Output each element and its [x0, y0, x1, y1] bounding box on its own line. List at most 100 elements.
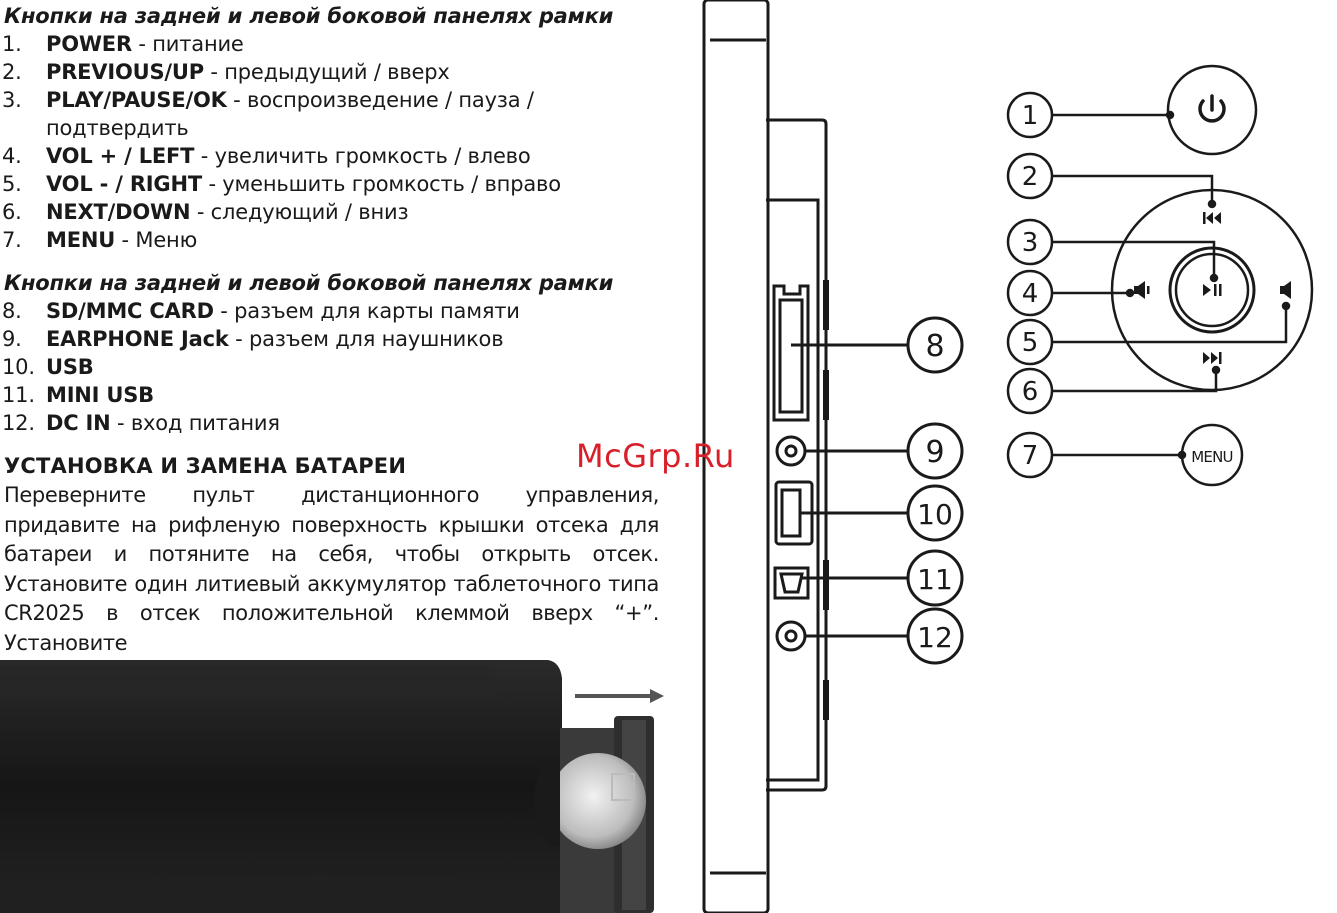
item-number: 1. [2, 32, 22, 56]
item-description: - разъем для наушников [228, 327, 504, 351]
back-button-icons: MENU [1134, 212, 1291, 466]
frame-side-profile [702, 0, 829, 913]
item-description: - вход питания [110, 411, 280, 435]
callout-label-9: 9 [925, 435, 944, 470]
volume-down-icon [1280, 281, 1291, 299]
item-key: PLAY/PAUSE/OK [46, 88, 227, 112]
side-panel-heading: Кнопки на задней и левой боковой панелях… [4, 271, 614, 295]
callout-label-1: 1 [1022, 101, 1039, 131]
item-key: EARPHONE Jack [46, 327, 229, 351]
back-panel-heading: Кнопки на задней и левой боковой панелях… [4, 4, 614, 28]
callout-circle-11 [906, 549, 964, 607]
mini-usb-port [773, 566, 810, 600]
list-item: 12.DC IN - вход питания [0, 409, 520, 437]
list-item: 2.PREVIOUS/UP - предыдущий / вверх [0, 58, 561, 86]
callout-circle-6 [1006, 367, 1054, 415]
callout-label-6: 6 [1022, 377, 1039, 407]
item-key: NEXT/DOWN [46, 200, 191, 224]
list-item: 3.PLAY/PAUSE/OK - воспроизведение / пауз… [0, 86, 561, 142]
battery-instructions-text: Переверните пульт дистанционного управле… [4, 483, 659, 655]
callout-label-10: 10 [917, 498, 953, 531]
list-item: 5.VOL - / RIGHT - уменьшить громкость / … [0, 170, 561, 198]
callout-circle-8 [906, 316, 964, 374]
side-callouts: 8 9 10 11 12 [906, 316, 964, 665]
sd-card-slot [772, 284, 810, 422]
list-item: 6. NEXT/DOWN - следующий / вниз [0, 198, 561, 226]
dc-in-jack [775, 620, 807, 652]
list-item: 8. SD/MMC CARD - разъем для карты памяти [0, 297, 520, 325]
list-item: 9. EARPHONE Jack - разъем для наушников [0, 325, 520, 353]
callout-label-4: 4 [1022, 279, 1039, 309]
item-description: - разъем для карты памяти [213, 299, 520, 323]
frame-connector-panel [766, 198, 820, 782]
watermark: McGrp.Ru [576, 437, 735, 475]
item-key: POWER [46, 32, 132, 56]
item-key: MINI USB [46, 383, 154, 407]
callout-circle-1 [1006, 91, 1054, 139]
play-pause-icon [1203, 284, 1222, 296]
play-pause-button [1168, 246, 1256, 334]
callout-line-6 [1052, 370, 1218, 393]
item-number: 2. [2, 60, 22, 84]
slide-direction-arrow-head [650, 689, 664, 703]
callout-circle-4 [1006, 269, 1054, 317]
callout-label-8: 8 [925, 329, 944, 364]
callout-label-5: 5 [1022, 328, 1039, 358]
item-key: USB [46, 355, 94, 379]
callout-line-2 [1052, 174, 1214, 204]
side-callout-lines [791, 343, 912, 638]
item-number: 7. [2, 228, 22, 252]
callout-circle-10 [906, 484, 964, 542]
callout-label-11: 11 [917, 563, 953, 596]
callout-label-12: 12 [917, 621, 953, 654]
list-item: 10.USB [0, 353, 520, 381]
item-key: MENU [46, 228, 116, 252]
skip-back-icon [1203, 212, 1221, 224]
list-item: 11. MINI USB [0, 381, 520, 409]
callout-circle-9 [906, 422, 964, 480]
item-number: 8. [2, 299, 22, 323]
item-number: 11. [2, 383, 35, 407]
item-key: PREVIOUS/UP [46, 60, 204, 84]
item-number: 9. [2, 327, 22, 351]
item-description: - питание [131, 32, 244, 56]
callout-circle-12 [906, 607, 964, 665]
list-item: 4.VOL + / LEFT - увеличить громкость / в… [0, 142, 561, 170]
callout-label-2: 2 [1022, 162, 1039, 192]
remote-texture-band [0, 666, 495, 700]
battery-instructions: Переверните пульт дистанционного управле… [4, 481, 659, 692]
item-number: 4. [2, 144, 22, 168]
volume-up-icon [1134, 281, 1150, 299]
menu-button-label: MENU [1191, 448, 1232, 466]
earphone-jack [775, 435, 807, 467]
item-description: - Меню [115, 228, 198, 252]
frame-back-housing [766, 118, 828, 792]
callout-line-3 [1052, 240, 1216, 278]
callout-label-7: 7 [1022, 441, 1039, 471]
remote-opening-shadow [534, 756, 560, 846]
item-number: 5. [2, 172, 22, 196]
item-number: 3. [2, 88, 22, 112]
item-number: 6. [2, 200, 22, 224]
play-pause-button-inner [1174, 252, 1250, 328]
remote-lower-edge [0, 875, 560, 913]
power-button [1166, 64, 1258, 156]
earphone-jack-hole [784, 444, 798, 458]
item-key: SD/MMC CARD [46, 299, 214, 323]
skip-forward-icon [1203, 352, 1222, 364]
item-description: - уменьшить громкость / вправо [201, 172, 561, 196]
power-icon [1198, 94, 1226, 123]
frame-diagram: 8 9 10 11 12 [702, 0, 1314, 913]
item-key: DC IN [46, 411, 111, 435]
side-connectors [772, 284, 814, 652]
tray-latch [611, 773, 635, 801]
item-description: - следующий / вниз [190, 200, 409, 224]
list-item: 7. MENU - Меню [0, 226, 561, 254]
remote-body [0, 660, 562, 913]
callout-line-5 [1052, 306, 1288, 344]
callout-circle-2 [1006, 152, 1054, 200]
item-description-continued: подтвердить [46, 116, 189, 140]
callout-circle-5 [1006, 318, 1054, 366]
